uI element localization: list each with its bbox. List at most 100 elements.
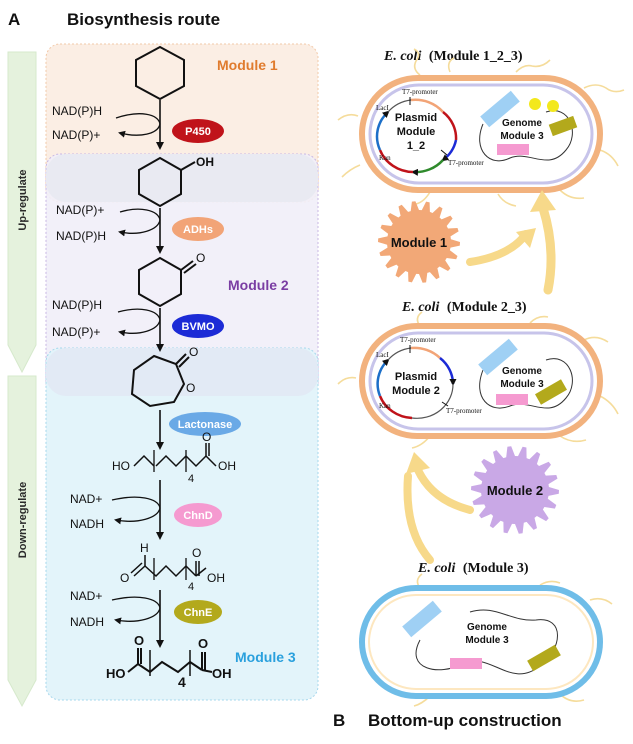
asa-h: H [140,541,149,555]
cell2-genome-pink [496,394,528,405]
cell2-title-label: (Module 2_3) [447,300,527,315]
enzyme-adhs [172,217,224,241]
cell1-genome-dot-1 [529,98,541,110]
arrow-gear1-to-cell1 [466,230,530,266]
adipate-semialdehyde-structure: H O 4 O OH [120,541,225,593]
asa-oh: OH [207,571,225,585]
caprolactone-ring-o: O [186,381,195,395]
step1-cofactor-arrow [115,113,161,138]
enzyme-adhs-label: ADHs [183,224,213,236]
cell2-t7-top: T7-promoter [400,336,436,344]
cell1-title-italic: E. coli [383,49,421,64]
cell1-genome-line1: Genome [502,118,542,129]
up-regulate-arrow: Up-regulate [7,51,37,374]
cell1-plasmid-line2: Module [397,126,436,138]
cell1-title: E. coli (Module 1_2_3) [383,49,523,64]
cell3-title: E. coli (Module 3) [417,561,529,576]
down-regulate-arrow: Down-regulate [7,375,37,708]
cell3-genome-olive [527,644,561,672]
gear-module-1: Module 1 [378,201,460,283]
cell2-plasmid-line2: Module 2 [392,385,440,397]
cell1-genome-line2: Module 3 [500,131,544,142]
panel-b-title: Bottom-up construction [368,711,562,730]
cell1-inner-membrane [368,83,594,185]
arrow-gear2-to-cell2-head [406,452,430,474]
cell2-plasmid: T7-promoter LacI Kan T7-promoter Plasmid… [376,336,482,420]
step1-cofactor-out: NAD(P)+ [52,128,100,142]
arrow-cell3-to-cell2 [403,472,434,564]
asa-o: O [120,571,129,585]
step2-cofactor-arrow [118,208,161,237]
step6-cofactor-out: NADH [70,615,104,629]
arrow-cell2-to-cell1 [538,203,556,295]
step5-cofactor-out: NADH [70,517,104,531]
caprolactone-bond-2 [178,356,190,368]
cell3-inner-membrane [368,594,594,690]
panel-b-letter: B [333,711,345,730]
step6-cofactor-in: NAD+ [70,589,102,603]
step1-cofactor-in: NAD(P)H [52,104,102,118]
cell1-genome-pink [497,144,529,155]
cell1-flagella [337,48,625,207]
cell3-genome-blue [402,600,442,638]
cell2-title-italic: E. coli [401,300,439,315]
cell1-genome-olive [548,115,578,137]
cyclohexane-structure [135,45,185,101]
arrow-gear1-to-cell1-head [516,228,536,248]
cell1-t7-bottom: T7-promoter [448,159,484,167]
cell2-genome-blue [478,338,518,376]
cell1-plasmid-line3: 1_2 [407,140,425,152]
hha-o: O [202,430,211,444]
caprolactone-bond-1 [175,353,187,365]
adipic-acid-structure: HO O 4 O OH [106,633,232,690]
cell2-membrane [359,323,603,439]
enzyme-p450-label: P450 [185,126,211,138]
step2-cofactor-in: NAD(P)+ [56,203,104,217]
hha-oh: OH [218,459,236,473]
aa-oh: OH [212,666,232,681]
module-1-label: Module 1 [217,57,278,73]
caprolactone-structure [130,354,186,408]
hha-sub4: 4 [188,473,194,485]
cyclohexanone-bond-2 [183,263,197,274]
cell2-t7-bottom: T7-promoter [446,407,482,415]
enzyme-p450 [172,119,224,143]
cell2-plasmid-line1: Plasmid [395,371,437,383]
cell2-title: E. coli (Module 2_3) [401,300,527,315]
step3-cofactor-arrow [117,308,161,337]
enzyme-lactonase [169,412,241,436]
step5-cofactor-in: NAD+ [70,492,102,506]
panel-a-letter: A [8,10,20,29]
down-regulate-label: Down-regulate [17,482,29,558]
gear2-label: Module 2 [487,483,543,498]
step3-cofactor-in: NAD(P)H [52,298,102,312]
enzyme-bvmo-label: BVMO [182,321,215,333]
cell3-genome-line2: Module 3 [465,635,509,646]
cell1-t7-top: T7-promoter [402,88,438,96]
step3-cofactor-out: NAD(P)+ [52,325,100,339]
step2-cofactor-out: NAD(P)H [56,229,106,243]
cell1-laci: LacI [376,104,389,112]
cell3-genome-line1: Genome [467,622,507,633]
cyclohexanone-o: O [196,251,205,265]
gear-module-2: Module 2 [471,446,559,534]
cell2-genome: Genome Module 3 [478,338,573,409]
cell2-kan: Kan [379,402,391,410]
cell3-title-italic: E. coli [417,561,455,576]
enzyme-chne [174,600,222,624]
gear1-label: Module 1 [391,235,447,250]
cell3-genome: Genome Module 3 [402,600,561,675]
up-regulate-label: Up-regulate [17,169,29,230]
cell1-genome: Genome Module 3 [479,90,578,162]
cell1-genome-blue [480,90,520,128]
cell1-title-label: (Module 1_2_3) [429,49,523,64]
cyclohexanol-oh: OH [196,155,214,169]
cell3-title-label: (Module 3) [463,561,529,576]
cell2-genome-olive [535,379,567,405]
enzyme-bvmo [172,314,224,338]
aa-sub4: 4 [178,674,186,690]
enzyme-chnd-label: ChnD [183,510,212,522]
aa-o-left: O [134,633,144,648]
cell1-genome-dot-2 [547,100,559,112]
asa-sub4: 4 [188,581,194,593]
